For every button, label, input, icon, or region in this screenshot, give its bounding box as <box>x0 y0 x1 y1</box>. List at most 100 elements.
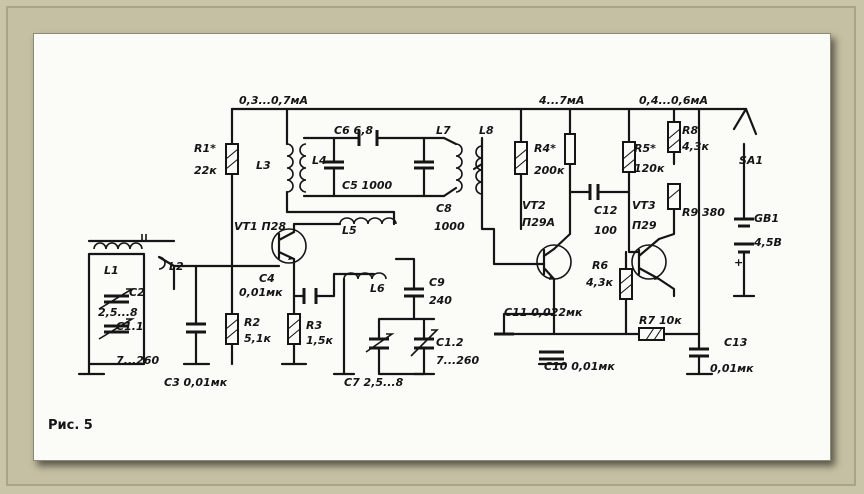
label-vt3-type: П29 <box>632 219 657 232</box>
label-l3: L3 <box>256 159 271 172</box>
schematic-card: 0,3...0,7мА 4...7мА 0,4...0,6мА R1* 22к … <box>33 33 831 461</box>
label-r3: R3 <box>306 319 322 332</box>
label-c11: C11 0,022мк <box>504 306 583 319</box>
label-r5: R5* <box>634 142 656 155</box>
label-r9: R9 380 <box>682 206 725 219</box>
inductor-l4 <box>299 143 307 193</box>
label-gb1-value: 4,5В <box>753 236 782 249</box>
inductor-l3 <box>286 143 294 193</box>
label-l1: L1 <box>104 264 119 277</box>
capacitor-c1-1 <box>98 318 135 340</box>
inductor-l6 <box>343 272 387 280</box>
resistor-r1 <box>225 143 239 175</box>
label-c2-value: 2,5...8 <box>98 306 138 319</box>
capacitor-c9 <box>404 287 424 298</box>
resistors <box>225 121 681 345</box>
label-r2-value: 5,1к <box>244 332 271 345</box>
label-l6: L6 <box>370 282 385 295</box>
circuit-schematic: 0,3...0,7мА 4...7мА 0,4...0,6мА R1* 22к … <box>48 94 782 433</box>
label-r8: R8 <box>682 124 698 137</box>
labels: 0,3...0,7мА 4...7мА 0,4...0,6мА R1* 22к … <box>48 94 782 433</box>
resistor-r8 <box>667 121 681 153</box>
capacitor-c1-2 <box>410 329 439 357</box>
label-c1-2: C1.2 <box>436 336 464 349</box>
label-c8-value: 1000 <box>434 220 465 233</box>
label-r6-value: 4,3к <box>585 276 613 289</box>
label-vt2-type: П29А <box>522 216 555 229</box>
label-gb1: GB1 <box>754 212 779 225</box>
capacitor-c13 <box>689 347 709 358</box>
label-vt3: VT3 <box>632 199 656 212</box>
label-c4: C4 <box>259 272 275 285</box>
capacitor-c6 <box>357 130 379 146</box>
label-c5: C5 1000 <box>342 179 393 192</box>
capacitor-c7 <box>365 333 395 353</box>
label-vt2: VT2 <box>522 199 546 212</box>
ferrite-tuner <box>141 234 147 240</box>
inductor-l1 <box>93 242 143 250</box>
capacitor-c8 <box>414 160 434 170</box>
transistor-vt3 <box>631 237 667 281</box>
current-label-1: 0,3...0,7мА <box>239 94 308 107</box>
transistors <box>271 228 667 281</box>
label-r3-value: 1,5к <box>306 334 333 347</box>
label-c12: C12 <box>594 204 618 217</box>
label-vt1: VT1 П28 <box>234 220 286 233</box>
label-l5: L5 <box>342 224 357 237</box>
figure-caption: Рис. 5 <box>48 418 93 433</box>
label-r6: R6 <box>592 259 608 272</box>
label-l4: L4 <box>312 154 327 167</box>
current-label-2: 4...7мА <box>538 94 584 107</box>
label-c3: C3 0,01мк <box>164 376 228 389</box>
label-c10: C10 0,01мк <box>544 360 615 373</box>
label-r7: R7 10к <box>639 314 682 327</box>
label-c13: C13 <box>724 336 748 349</box>
label-r5-value: 120к <box>634 162 665 175</box>
label-r4: R4* <box>534 142 556 155</box>
inductor-l8 <box>475 145 483 195</box>
battery-gb1 <box>734 217 754 254</box>
label-l2: L2 <box>169 260 184 273</box>
label-c13-value: 0,01мк <box>710 362 754 375</box>
transistor-vt1 <box>271 228 307 264</box>
label-c2: C2 <box>129 286 145 299</box>
resistor-r9 <box>667 183 681 210</box>
label-sa1: SA1 <box>739 154 763 167</box>
label-c8: C8 <box>436 202 452 215</box>
battery-plus-sign: + <box>734 256 743 269</box>
label-c9-value: 240 <box>429 294 452 307</box>
capacitor-c3 <box>186 322 206 334</box>
inductor-l5 <box>339 217 397 225</box>
capacitor-c5 <box>324 160 344 170</box>
wires <box>77 107 758 376</box>
capacitor-c10 <box>539 350 564 361</box>
label-l8: L8 <box>479 124 494 137</box>
resistor-r4-trimmer <box>564 133 576 165</box>
inductor-l7 <box>455 143 463 193</box>
resistor-r3 <box>287 313 301 345</box>
capacitor-c12 <box>588 184 600 200</box>
switch-sa1 <box>732 107 748 131</box>
resistor-r5 <box>622 141 636 173</box>
label-c6: C6 6,8 <box>334 124 373 137</box>
label-r4-value: 200к <box>534 164 565 177</box>
label-r8-value: 4,3к <box>681 140 709 153</box>
transistor-vt2 <box>536 244 572 281</box>
label-r1-value: 22к <box>194 164 217 177</box>
label-c1-1-value: 7...260 <box>116 354 159 367</box>
label-r1: R1* <box>194 142 216 155</box>
label-c7: C7 2,5...8 <box>344 376 404 389</box>
inductors <box>87 143 483 280</box>
inductor-l2 <box>158 256 166 270</box>
label-l7: L7 <box>436 124 451 137</box>
resistor-r7 <box>638 327 665 341</box>
capacitors <box>98 130 709 361</box>
label-c4-value: 0,01мк <box>239 286 283 299</box>
capacitor-c2 <box>98 288 135 310</box>
resistor-r6 <box>619 268 633 300</box>
label-c1-1: C1.1 <box>116 320 144 333</box>
label-c1-2-value: 7...260 <box>436 354 479 367</box>
label-c9: C9 <box>429 276 445 289</box>
capacitor-c4 <box>302 288 318 304</box>
resistor-r4 <box>514 141 528 175</box>
